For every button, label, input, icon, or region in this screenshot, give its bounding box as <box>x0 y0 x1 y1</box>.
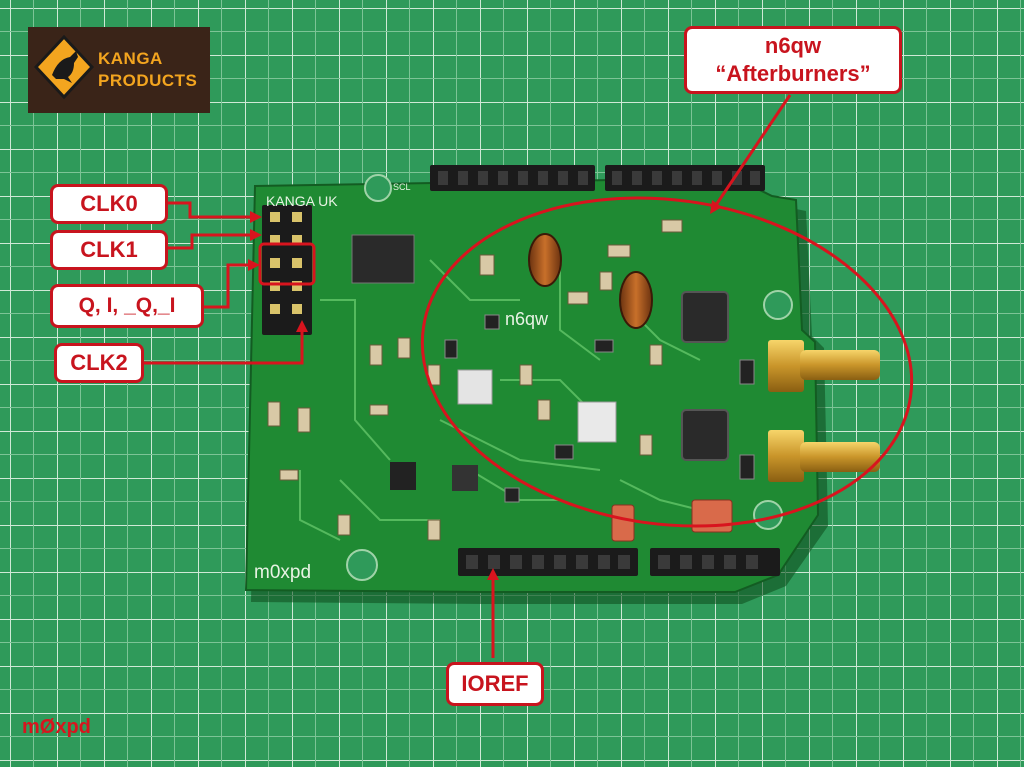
afterburners-highlight-ellipse <box>420 196 914 528</box>
mounting-holes <box>346 174 793 581</box>
top-header-connector <box>430 165 765 191</box>
board-designer-silkscreen: n6qw <box>505 309 549 329</box>
logo-line2: PRODUCTS <box>98 71 198 90</box>
dark-smd-components <box>444 314 755 503</box>
toroid-inductors <box>528 233 653 329</box>
kanga-logo: KANGA PRODUCTS <box>28 27 210 113</box>
smd-components <box>267 219 683 541</box>
callout-q-i: Q, I, _Q,_I <box>50 284 204 328</box>
kangaroo-sign-icon <box>34 35 94 100</box>
transformers <box>681 291 729 461</box>
callout-ioref: IOREF <box>446 662 544 706</box>
board-brand-silkscreen: KANGA UK <box>266 193 338 209</box>
callout-clk2: CLK2 <box>54 343 144 383</box>
logo-line1: KANGA <box>98 49 163 68</box>
callout-afterburners-line1: n6qw <box>764 33 822 58</box>
bottom-header-connector <box>458 548 780 576</box>
sma-connectors <box>768 340 880 482</box>
pin-highlight-box <box>258 242 316 286</box>
left-pin-header <box>262 205 312 335</box>
callout-clk0: CLK0 <box>50 184 168 224</box>
callout-afterburners: n6qw “Afterburners” <box>684 26 902 94</box>
ic-chips <box>351 234 617 491</box>
board-scl-silkscreen: SCL <box>393 182 411 192</box>
callout-arrows <box>143 94 792 658</box>
board-maker-silkscreen: m0xpd <box>254 562 311 583</box>
callout-afterburners-line2: “Afterburners” <box>715 61 871 86</box>
author-watermark: mØxpd <box>22 716 91 738</box>
callout-clk1: CLK1 <box>50 230 168 270</box>
arrowheads <box>248 200 722 580</box>
